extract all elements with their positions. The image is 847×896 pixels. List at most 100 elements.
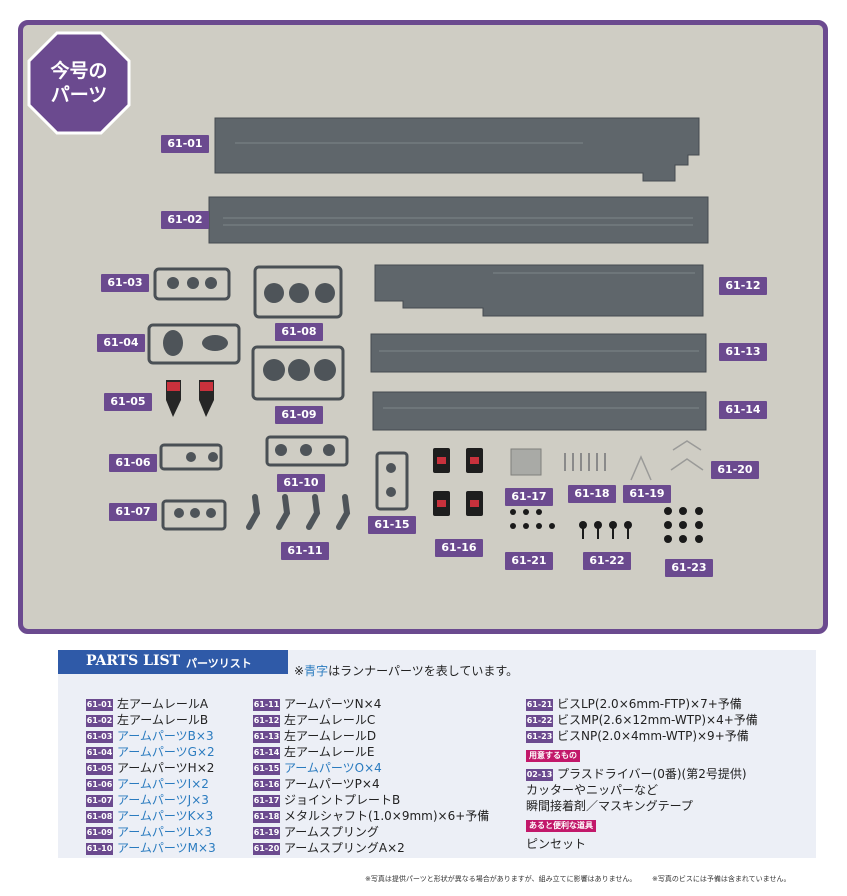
part-id: 61-20 <box>253 843 280 855</box>
runner-61-15 <box>375 451 409 511</box>
part-id: 61-03 <box>86 731 113 743</box>
label-61-12: 61-12 <box>719 277 767 295</box>
part-id: 61-18 <box>253 811 280 823</box>
part-61-18 <box>564 453 606 471</box>
part-name: アームパーツB×3 <box>117 729 214 743</box>
parts-list-header: PARTS LIST パーツリスト <box>58 650 288 674</box>
part-id: 61-13 <box>253 731 280 743</box>
list-item: 61-05 アームパーツH×2 <box>86 760 214 776</box>
label-61-22: 61-22 <box>583 552 631 570</box>
part-name: ビスMP(2.6×12mm-WTP)×4+予備 <box>557 713 758 727</box>
list-item: 61-09 アームパーツL×3 <box>86 824 212 840</box>
rail-61-13 <box>370 333 707 373</box>
badge-text: 今号の パーツ <box>27 31 131 135</box>
note-blue-word: 青字 <box>304 664 329 678</box>
part-id: 61-05 <box>86 763 113 775</box>
runner-61-09 <box>251 345 345 401</box>
prepare-item-3: 瞬間接着剤／マスキングテープ <box>526 799 693 813</box>
handy-tag: あると便利な道具 <box>526 820 596 832</box>
label-61-19: 61-19 <box>623 485 671 503</box>
list-item: 61-03 アームパーツB×3 <box>86 728 214 744</box>
runner-note: ※青字はランナーパーツを表しています。 <box>294 662 518 679</box>
runner-61-03 <box>153 267 231 301</box>
label-61-21: 61-21 <box>505 552 553 570</box>
parts-photo: 今号の パーツ 61-01 61-02 61-03 61-04 61-05 61… <box>18 20 828 634</box>
label-61-23: 61-23 <box>665 559 713 577</box>
parts-list-panel: PARTS LIST パーツリスト ※青字はランナーパーツを表しています。 61… <box>58 650 816 858</box>
label-61-04: 61-04 <box>97 334 145 352</box>
list-item: 61-11 アームパーツN×4 <box>253 696 381 712</box>
part-id: 61-14 <box>253 747 280 759</box>
part-61-20 <box>672 440 702 451</box>
part-id: 61-17 <box>253 795 280 807</box>
part-id: 61-11 <box>253 699 280 711</box>
rail-61-01 <box>214 117 700 182</box>
runner-61-04 <box>147 323 241 365</box>
prepare-item-1: プラスドライバー(0番)(第2号提供) <box>557 767 747 781</box>
label-61-07: 61-07 <box>109 503 157 521</box>
part-61-11 <box>246 494 351 530</box>
list-item: 61-02 左アームレールB <box>86 712 208 728</box>
parts-list-title: PARTS LIST <box>86 653 181 669</box>
badge-line2: パーツ <box>50 84 108 106</box>
part-id: 61-23 <box>526 731 553 743</box>
handy-item: ピンセット <box>526 837 587 851</box>
part-id: 61-10 <box>86 843 113 855</box>
runner-61-06 <box>159 443 223 471</box>
part-id: 61-02 <box>86 715 113 727</box>
part-id: 61-09 <box>86 827 113 839</box>
part-name: 左アームレールA <box>117 697 209 711</box>
part-name: ビスLP(2.0×6mm-FTP)×7+予備 <box>557 697 742 711</box>
part-id: 61-04 <box>86 747 113 759</box>
label-61-17: 61-17 <box>505 488 553 506</box>
part-name: アームパーツP×4 <box>284 777 380 791</box>
prepare-item: 02-13 プラスドライバー(0番)(第2号提供) <box>526 766 747 782</box>
part-name: 左アームレールE <box>284 745 375 759</box>
part-name: アームパーツL×3 <box>117 825 213 839</box>
part-name: アームパーツH×2 <box>117 761 215 775</box>
part-id: 61-07 <box>86 795 113 807</box>
footnote-left: ※写真は提供パーツと形状が異なる場合がありますが、組み立てに影響はありません。 <box>365 875 637 883</box>
prepare-tag: 用意するもの <box>526 750 580 762</box>
list-item: 61-04 アームパーツG×2 <box>86 744 215 760</box>
part-name: アームパーツG×2 <box>117 745 215 759</box>
part-name: アームパーツI×2 <box>117 777 209 791</box>
label-61-10: 61-10 <box>277 474 325 492</box>
label-61-16: 61-16 <box>435 539 483 557</box>
label-61-20: 61-20 <box>711 461 759 479</box>
label-61-11: 61-11 <box>281 542 329 560</box>
part-61-19 <box>630 455 652 481</box>
label-61-06: 61-06 <box>109 454 157 472</box>
part-id: 61-21 <box>526 699 553 711</box>
part-id: 61-19 <box>253 827 280 839</box>
part-name: 左アームレールB <box>117 713 209 727</box>
badge-line1: 今号の <box>50 60 108 82</box>
issue-badge: 今号の パーツ <box>27 31 131 135</box>
label-61-05: 61-05 <box>104 393 152 411</box>
prepare-item-2: カッターやニッパーなど <box>526 783 659 797</box>
part-id: 61-08 <box>86 811 113 823</box>
part-name: アームパーツN×4 <box>284 697 382 711</box>
label-61-03: 61-03 <box>101 274 149 292</box>
part-name: 左アームレールC <box>284 713 376 727</box>
prepare-id: 02-13 <box>526 769 553 781</box>
label-61-13: 61-13 <box>719 343 767 361</box>
rail-61-14 <box>372 391 707 431</box>
label-61-01: 61-01 <box>161 135 209 153</box>
runner-61-08 <box>253 265 343 319</box>
part-id: 61-06 <box>86 779 113 791</box>
label-61-15: 61-15 <box>368 516 416 534</box>
rail-61-12 <box>374 264 704 317</box>
note-mark: ※ <box>294 664 305 678</box>
